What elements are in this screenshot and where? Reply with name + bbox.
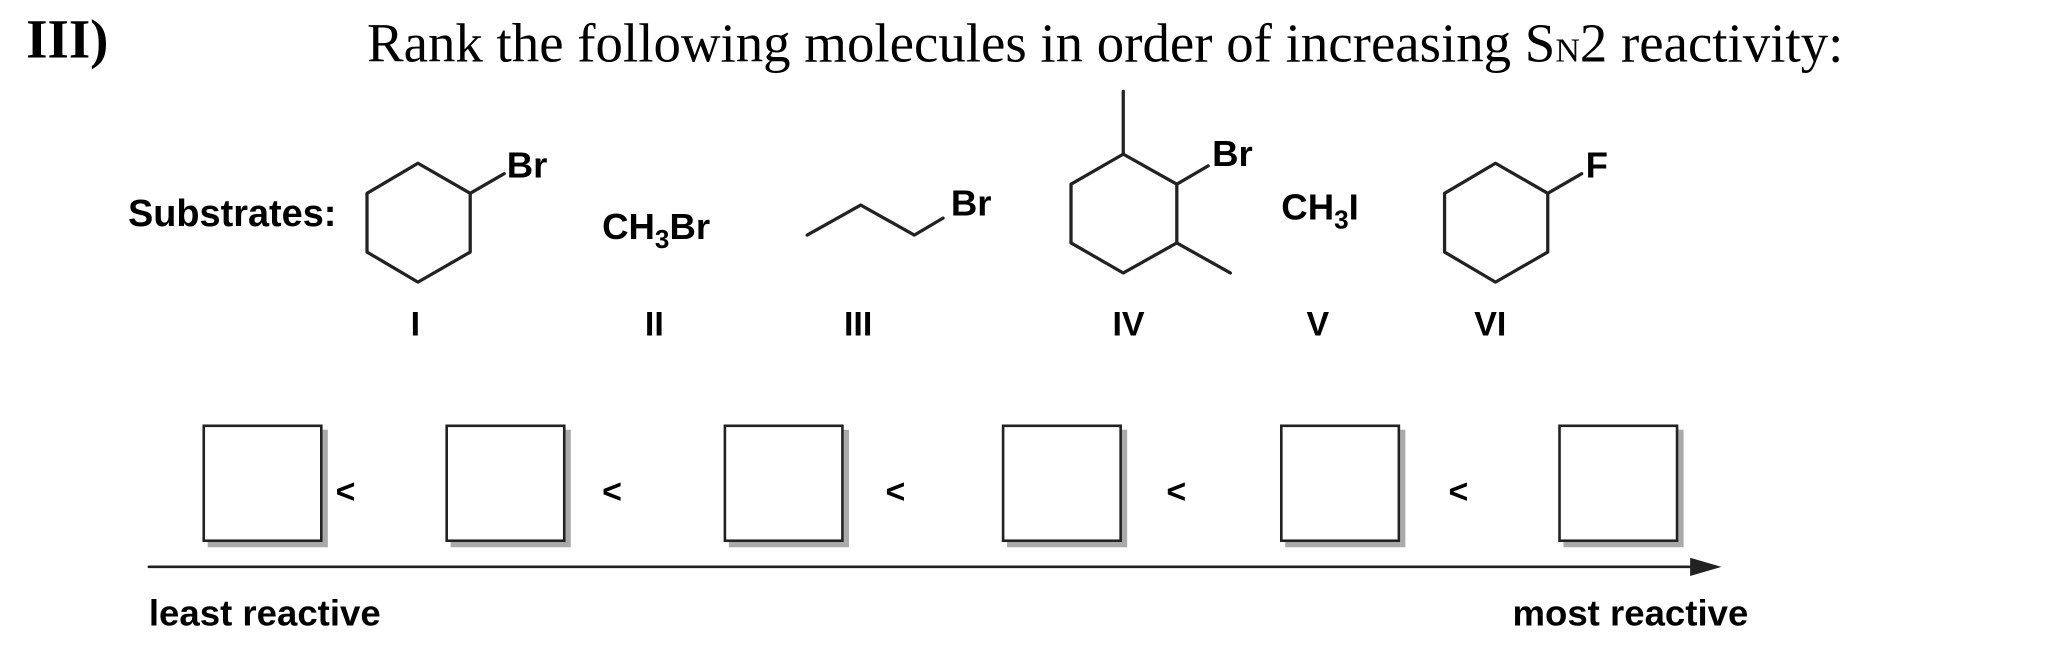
least-reactive-label: least reactive	[148, 592, 381, 634]
question-text-tail: 2 reactivity:	[1579, 14, 1844, 75]
rank-box-6[interactable]	[1558, 424, 1679, 543]
numeral-II: II	[645, 306, 664, 344]
br-label-IV: Br	[1212, 133, 1253, 174]
bond-to-f-VI	[1546, 172, 1584, 195]
substrate-VI-structure	[1442, 161, 1584, 284]
less-than-5: <	[1448, 471, 1469, 511]
formula-V-sub: 3	[1334, 205, 1349, 235]
rank-box-2[interactable]	[445, 424, 566, 543]
question-text: Rank the following molecules in order of…	[367, 17, 1843, 72]
formula-II: CH3Br	[602, 206, 710, 254]
substrate-I-structure	[365, 161, 506, 284]
less-than-4: <	[1166, 471, 1187, 511]
cyclohexane-ring-I	[365, 161, 472, 284]
rank-box-4[interactable]	[1001, 424, 1122, 543]
methyl-bond-bottom-IV	[1175, 241, 1232, 275]
rank-box-1[interactable]	[202, 424, 323, 543]
reactivity-axis-arrowhead	[1690, 557, 1722, 576]
rank-box-3[interactable]	[723, 424, 844, 543]
less-than-2: <	[602, 471, 622, 511]
rank-box-5[interactable]	[1279, 424, 1401, 543]
cyclohexane-ring-VI	[1442, 161, 1550, 284]
formula-II-tail: Br	[669, 206, 710, 247]
f-label-VI: F	[1586, 145, 1608, 186]
most-reactive-label: most reactive	[1512, 592, 1749, 634]
formula-V-main: CH	[1281, 186, 1334, 227]
bond-to-br-I	[468, 172, 506, 195]
formula-II-main: CH	[602, 206, 655, 247]
numeral-III: III	[844, 306, 872, 344]
substrate-IV-structure	[1069, 89, 1232, 275]
formula-V-tail: I	[1349, 186, 1359, 227]
numeral-IV: IV	[1112, 306, 1144, 344]
formula-V: CH3I	[1281, 186, 1359, 234]
br-label-I: Br	[507, 145, 548, 186]
cyclohexane-ring-IV	[1069, 152, 1179, 275]
substrate-III-structure	[805, 203, 945, 237]
numeral-V: V	[1307, 306, 1330, 344]
br-label-III: Br	[951, 183, 992, 224]
numeral-I: I	[411, 306, 420, 344]
less-than-3: <	[885, 471, 906, 511]
question-number: III)	[26, 10, 109, 71]
numeral-VI: VI	[1474, 306, 1506, 344]
bond-to-br-IV	[1175, 164, 1210, 186]
question-text-subscript: N	[1555, 31, 1580, 70]
less-than-1: <	[335, 471, 356, 511]
propyl-chain-III	[805, 203, 945, 237]
substrates-label: Substrates:	[127, 193, 337, 236]
question-text-main: Rank the following molecules in order of…	[367, 14, 1556, 75]
formula-II-sub: 3	[655, 224, 670, 254]
